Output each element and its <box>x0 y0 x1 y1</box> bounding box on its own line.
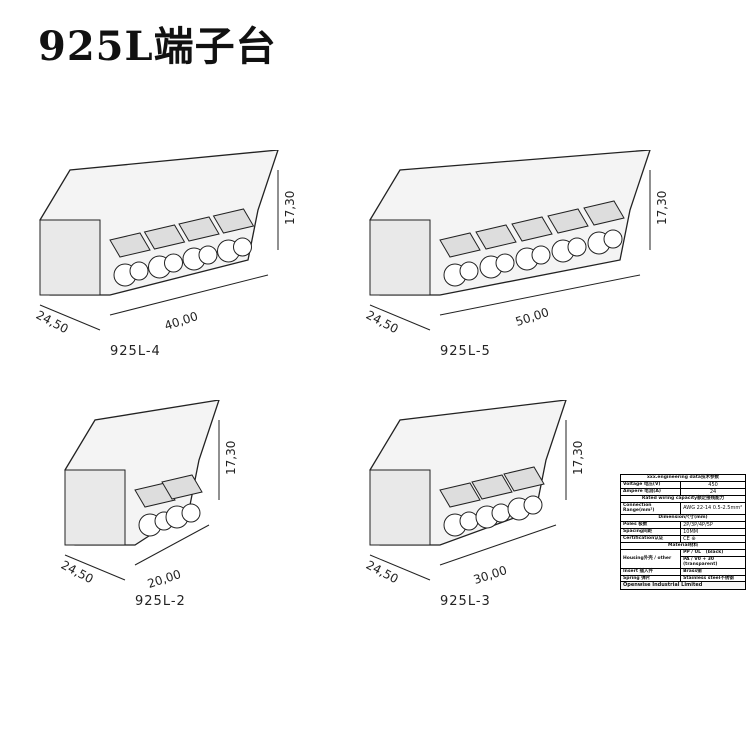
connector-side <box>39 219 101 296</box>
depth-dimension-line <box>39 304 101 331</box>
length-dimension-line <box>134 524 210 566</box>
wire-port-inner <box>459 261 479 281</box>
lever <box>583 200 625 226</box>
connector-svg <box>39 149 279 331</box>
lever <box>178 216 220 242</box>
wire-port-inner <box>495 253 515 273</box>
cert-value: CE ⊕ <box>680 535 746 544</box>
rated-heading: Rated wiring capacity额定接线能力 <box>620 495 746 503</box>
table-header: xxx.engineering data技术参数 <box>620 474 746 482</box>
cert-label: Certification认证 <box>619 535 682 544</box>
connection-value: AWG 22-14 0.5-2.5mm² <box>680 501 746 516</box>
lever <box>161 474 203 500</box>
wire-port-inner <box>491 503 511 523</box>
connection-label: Connection Range(mm²) <box>619 501 682 516</box>
wire-port-inner <box>523 495 543 515</box>
wire-port-inner <box>603 229 623 249</box>
ampere-label: Ampere 电流(A) <box>619 487 682 497</box>
connector-side <box>369 469 431 546</box>
length-dimension-line <box>439 274 641 316</box>
wire-port-inner <box>459 511 479 531</box>
wire-port-inner <box>164 253 183 273</box>
connector-svg <box>64 399 220 581</box>
model-label: 925L-4 <box>110 344 161 359</box>
engineering-data-table: xxx.engineering data技术参数 Voltage 电压(V)45… <box>619 474 746 583</box>
height-dimension: 17,30 <box>655 190 669 225</box>
wire-port-inner <box>129 261 149 281</box>
wire-port-inner <box>233 237 252 257</box>
ampere-value: 24 <box>680 487 746 497</box>
engineering-data-panel: xxx.engineering data技术参数 Voltage 电压(V)45… <box>619 474 746 590</box>
lever <box>471 474 513 500</box>
depth-dimension-line <box>369 304 431 331</box>
depth-dimension-line <box>64 554 126 581</box>
lever <box>439 482 481 508</box>
poles-value: 2P/3P/4P/5P <box>680 520 746 529</box>
wire-port-inner <box>531 245 551 265</box>
lever <box>547 208 589 234</box>
poles-label: Poles 极数 <box>619 520 682 529</box>
height-dimension: 17,30 <box>571 440 585 475</box>
connector-side <box>64 469 126 546</box>
model-label: 925L-2 <box>135 594 186 609</box>
housing-1: PP / UL <box>683 550 702 555</box>
wire-port-inner <box>181 503 201 523</box>
lever <box>134 482 176 508</box>
spacing-label: Spacing间距 <box>619 527 682 537</box>
material-heading: Material材料 <box>620 542 746 550</box>
voltage-label: Voltage 电压(V) <box>619 480 682 489</box>
lever <box>109 232 151 258</box>
insert-value: Brass铜 <box>680 567 746 576</box>
lever <box>503 466 545 492</box>
dimension-heading: Dimension尺寸(mm) <box>620 514 746 522</box>
model-label: 925L-5 <box>440 344 491 359</box>
lever <box>439 232 481 258</box>
housing-2: PA / V0 + 30 <box>683 556 715 562</box>
voltage-value: 450 <box>680 480 746 489</box>
lever <box>143 224 186 250</box>
table-footer: Openwise Industrial Limited <box>620 582 746 590</box>
depth-dimension-line <box>369 554 431 581</box>
height-dimension: 17,30 <box>283 190 297 225</box>
connector-svg <box>369 149 651 331</box>
page-title: 925L端子台 <box>38 23 277 70</box>
height-dimension: 17,30 <box>224 440 238 475</box>
model-label: 925L-3 <box>440 594 491 609</box>
housing-1b: (black) <box>705 550 724 555</box>
spring-value: Stainless steel不锈钢 <box>680 574 746 583</box>
connector-side <box>369 219 431 296</box>
housing-2b: (transparent) <box>683 562 718 568</box>
connector-svg <box>369 399 567 581</box>
lever <box>511 216 553 242</box>
wire-port-inner <box>198 245 218 265</box>
lever <box>475 224 517 250</box>
housing-label: Housing外壳 / other <box>619 549 682 569</box>
wire-port-inner <box>567 237 587 257</box>
spring-label: Spring 弹片 <box>619 574 682 583</box>
lever <box>212 208 255 234</box>
spacing-value: 10MM <box>680 527 746 537</box>
insert-label: Insert 插入件 <box>619 567 682 576</box>
length-dimension-line <box>109 274 269 316</box>
length-dimension-line <box>439 524 557 566</box>
